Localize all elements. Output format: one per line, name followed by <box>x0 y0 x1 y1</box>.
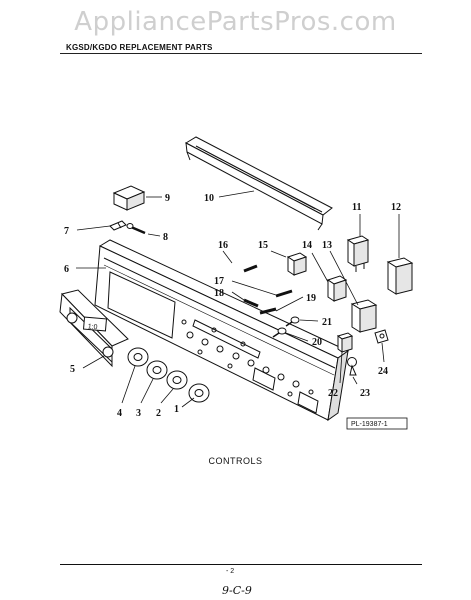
callout-15: 15 <box>258 240 268 251</box>
spacer-part-17 <box>275 289 293 298</box>
spacer-part-19 <box>259 307 277 315</box>
page-number: - 2 <box>226 568 235 575</box>
page-header: KGSD/KGDO REPLACEMENT PARTS <box>66 43 213 52</box>
bracket-part-9 <box>112 185 146 211</box>
callout-7: 7 <box>64 226 69 237</box>
terminal-part-22 <box>336 332 354 353</box>
callout-14: 14 <box>302 240 312 251</box>
callout-18: 18 <box>214 288 224 299</box>
spacer-part-16 <box>243 264 258 273</box>
callout-20: 20 <box>312 337 322 348</box>
callout-17: 17 <box>214 276 224 287</box>
watermark: AppliancePartsPros.com <box>74 7 397 37</box>
knob-part-3 <box>146 360 168 380</box>
spacer-part-18 <box>243 298 259 308</box>
callout-22: 22 <box>328 388 338 399</box>
footer-rule <box>60 564 422 565</box>
callout-5: 5 <box>70 364 75 375</box>
diagram-caption: CONTROLS <box>208 456 263 466</box>
callout-11: 11 <box>352 202 361 213</box>
control-panel-part-6 <box>94 239 349 422</box>
callout-13: 13 <box>322 240 332 251</box>
callout-2: 2 <box>156 408 161 419</box>
screw-part-21 <box>285 316 300 327</box>
sensor-part-23 <box>347 357 357 376</box>
knob-part-4 <box>127 347 149 367</box>
callout-19: 19 <box>306 293 316 304</box>
display-bezel-part-5 <box>59 289 129 368</box>
callout-6: 6 <box>64 264 69 275</box>
callout-16: 16 <box>218 240 228 251</box>
screw-part-7 <box>109 220 127 231</box>
callout-9: 9 <box>165 193 170 204</box>
ref-code-text: PL-19387-1 <box>351 421 388 428</box>
screw-part-8 <box>126 223 146 235</box>
knob-part-1 <box>188 383 210 403</box>
header-rule <box>60 53 422 54</box>
switch-part-15 <box>286 252 308 276</box>
handwritten-note: 9-C-9 <box>222 584 252 597</box>
bezel-display-text: 1:0 <box>87 323 97 331</box>
callout-4: 4 <box>117 408 122 419</box>
ref-code-box: PL-19387-1 <box>346 417 408 430</box>
switch-part-14 <box>326 275 348 302</box>
callout-1: 1 <box>174 404 179 415</box>
switch-part-12 <box>386 257 414 295</box>
callout-12: 12 <box>391 202 401 213</box>
callout-21: 21 <box>322 317 332 328</box>
screw-part-20 <box>272 327 287 338</box>
switch-part-11 <box>346 235 370 272</box>
leader-lines <box>76 190 400 408</box>
callout-10: 10 <box>204 193 214 204</box>
relay-part-13 <box>350 299 378 333</box>
callout-24: 24 <box>378 366 388 377</box>
callout-3: 3 <box>136 408 141 419</box>
callout-23: 23 <box>360 388 370 399</box>
knob-part-2 <box>166 370 188 390</box>
callout-8: 8 <box>163 232 168 243</box>
clip-part-24 <box>374 329 389 344</box>
trim-strip-part-10 <box>184 136 333 231</box>
